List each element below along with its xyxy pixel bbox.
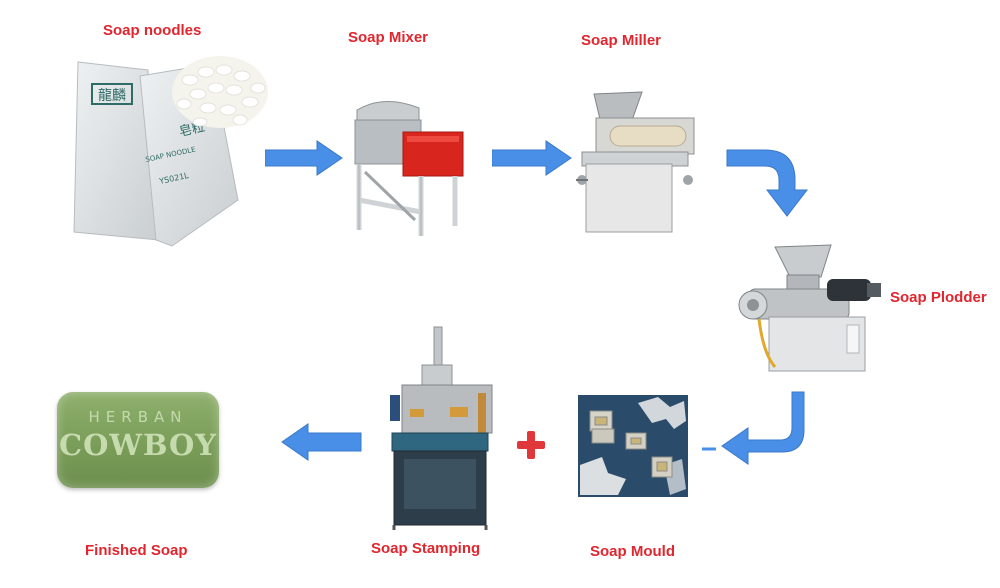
arrow-curve-left-icon xyxy=(702,391,805,465)
arrow-right-icon xyxy=(492,140,572,176)
plus-icon xyxy=(517,431,545,459)
label-soap-noodles: Soap noodles xyxy=(103,22,202,39)
arrow-right-icon xyxy=(265,140,343,176)
soap-brand-main-text: COWBOY xyxy=(59,428,217,462)
soap-plodder-image xyxy=(738,244,881,372)
label-soap-stamping: Soap Stamping xyxy=(371,540,481,557)
label-soap-miller: Soap Miller xyxy=(581,32,662,49)
arrow-curve-down-icon xyxy=(726,149,809,217)
finished-soap-bar: HERBAN COWBOY xyxy=(57,392,219,488)
label-soap-plodder: Soap Plodder xyxy=(890,289,987,306)
soap-stamping-image xyxy=(390,326,493,530)
soap-miller-image xyxy=(576,91,695,233)
soap-mixer-image xyxy=(354,100,464,236)
soap-brand-top-text: HERBAN xyxy=(88,408,188,426)
arrow-left-icon xyxy=(281,423,362,461)
bag-brand-text: 龍麟 xyxy=(98,87,126,104)
soap-mould-image xyxy=(578,395,688,497)
label-soap-mixer: Soap Mixer xyxy=(348,29,429,46)
label-finished-soap: Finished Soap xyxy=(85,542,188,559)
label-soap-mould: Soap Mould xyxy=(590,543,675,560)
soap-noodles-image: 龍麟 皂粒 SOAP NOODLE YS021L xyxy=(73,56,268,247)
